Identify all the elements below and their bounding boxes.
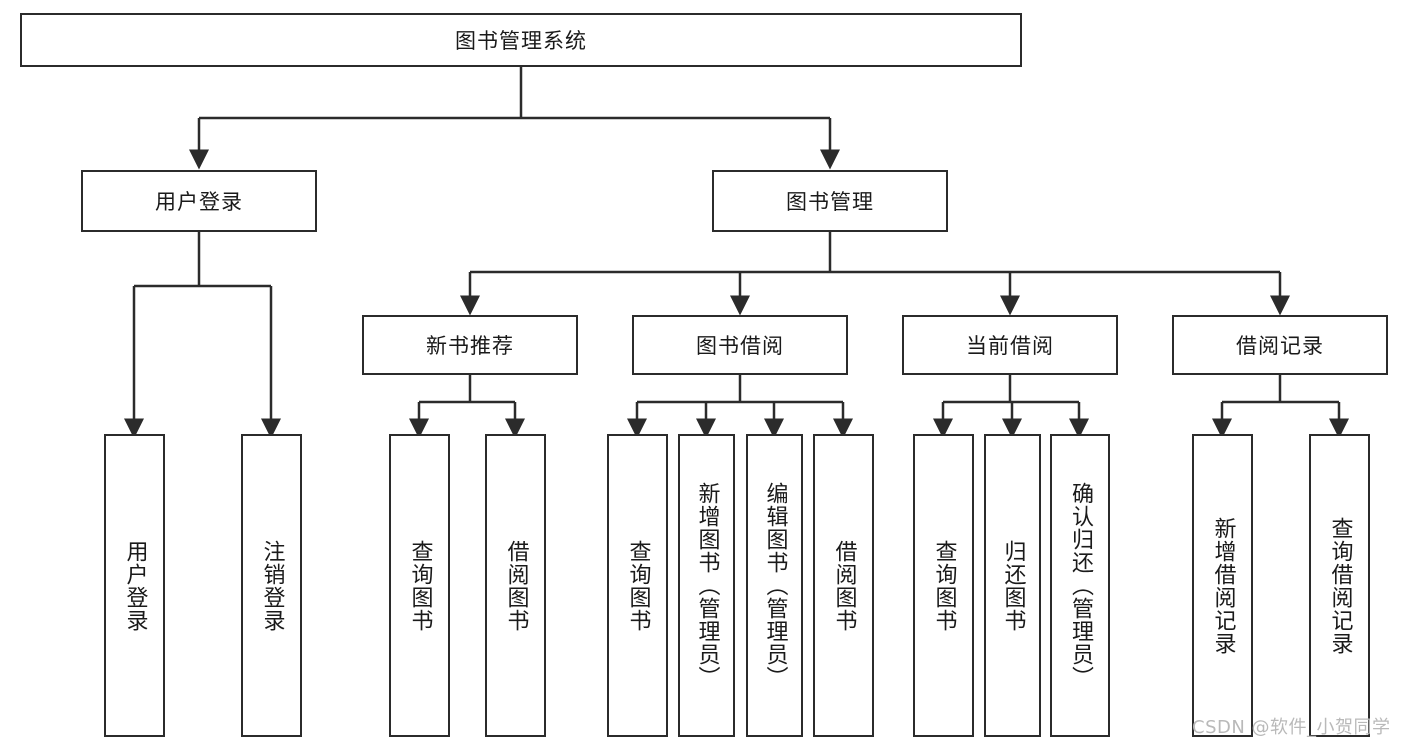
leaf-current-confirm-return-admin[interactable]: 确认归还（管理员）	[1050, 434, 1110, 737]
leaf-record-add-record-label: 新增借阅记录	[1210, 516, 1236, 655]
node-new-book-recommend[interactable]: 新书推荐	[362, 315, 578, 375]
leaf-new-book-borrow[interactable]: 借阅图书	[485, 434, 546, 737]
leaf-current-query-book[interactable]: 查询图书	[913, 434, 974, 737]
node-book-borrow-label: 图书借阅	[696, 334, 784, 358]
leaf-new-book-query-label: 查询图书	[407, 539, 433, 632]
leaf-borrow-edit-book-admin-label: 编辑图书（管理员）	[762, 482, 788, 689]
node-book-borrow[interactable]: 图书借阅	[632, 315, 848, 375]
leaf-current-query-book-label: 查询图书	[931, 539, 957, 632]
node-current-borrow-label: 当前借阅	[966, 334, 1054, 358]
node-user-login-label: 用户登录	[155, 190, 243, 214]
leaf-user-login-login-label: 用户登录	[122, 539, 148, 632]
leaf-user-login-logout[interactable]: 注销登录	[241, 434, 302, 737]
node-new-book-recommend-label: 新书推荐	[426, 334, 514, 358]
leaf-borrow-query-book-label: 查询图书	[625, 539, 651, 632]
node-user-login[interactable]: 用户登录	[81, 170, 317, 232]
node-book-management-label: 图书管理	[786, 190, 874, 214]
leaf-current-return-book[interactable]: 归还图书	[984, 434, 1041, 737]
leaf-borrow-edit-book-admin[interactable]: 编辑图书（管理员）	[746, 434, 803, 737]
node-book-management[interactable]: 图书管理	[712, 170, 948, 232]
leaf-current-return-book-label: 归还图书	[1000, 539, 1026, 632]
leaf-borrow-borrow-book[interactable]: 借阅图书	[813, 434, 874, 737]
leaf-new-book-borrow-label: 借阅图书	[503, 539, 529, 632]
node-borrow-record[interactable]: 借阅记录	[1172, 315, 1388, 375]
leaf-borrow-add-book-admin[interactable]: 新增图书（管理员）	[678, 434, 735, 737]
node-borrow-record-label: 借阅记录	[1236, 334, 1324, 358]
leaf-borrow-add-book-admin-label: 新增图书（管理员）	[694, 482, 720, 689]
leaf-record-query-record[interactable]: 查询借阅记录	[1309, 434, 1370, 737]
leaf-record-query-record-label: 查询借阅记录	[1327, 516, 1353, 655]
leaf-new-book-query[interactable]: 查询图书	[389, 434, 450, 737]
node-root-system-label: 图书管理系统	[455, 29, 587, 53]
node-root-system[interactable]: 图书管理系统	[20, 13, 1022, 67]
leaf-borrow-query-book[interactable]: 查询图书	[607, 434, 668, 737]
leaf-current-confirm-return-admin-label: 确认归还（管理员）	[1067, 482, 1093, 689]
node-current-borrow[interactable]: 当前借阅	[902, 315, 1118, 375]
leaf-borrow-borrow-book-label: 借阅图书	[831, 539, 857, 632]
leaf-record-add-record[interactable]: 新增借阅记录	[1192, 434, 1253, 737]
leaf-user-login-logout-label: 注销登录	[259, 539, 285, 632]
leaf-user-login-login[interactable]: 用户登录	[104, 434, 165, 737]
